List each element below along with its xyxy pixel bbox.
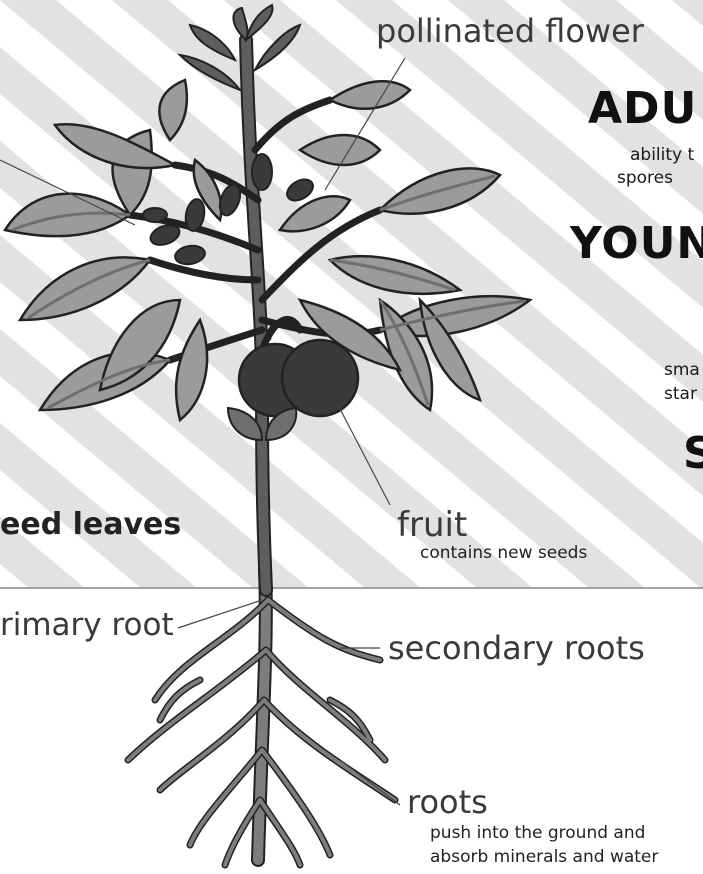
label-roots-desc-2: absorb minerals and water	[430, 847, 658, 867]
label-roots: roots	[407, 786, 488, 818]
stage-desc-adult-1: ability t	[630, 145, 694, 166]
fruits	[239, 340, 358, 416]
stage-desc-adult-2: spores	[617, 168, 673, 189]
stage-title-adult: ADU	[588, 87, 697, 131]
label-fruit: fruit	[397, 508, 467, 542]
label-primary-root: rimary root	[0, 610, 174, 641]
stage-title-seed: S	[683, 432, 703, 476]
stage-desc-young-2: star	[664, 384, 697, 405]
label-secondary-roots: secondary roots	[388, 632, 645, 664]
stage-desc-young-1: sma	[664, 360, 700, 381]
label-fruit-desc: contains new seeds	[420, 543, 587, 563]
label-seed-leaves: eed leaves	[0, 510, 181, 540]
label-roots-desc-1: push into the ground and	[430, 823, 645, 843]
stage-title-young: YOUN	[570, 222, 703, 266]
label-pollinated-flower: pollinated flower	[376, 15, 644, 47]
